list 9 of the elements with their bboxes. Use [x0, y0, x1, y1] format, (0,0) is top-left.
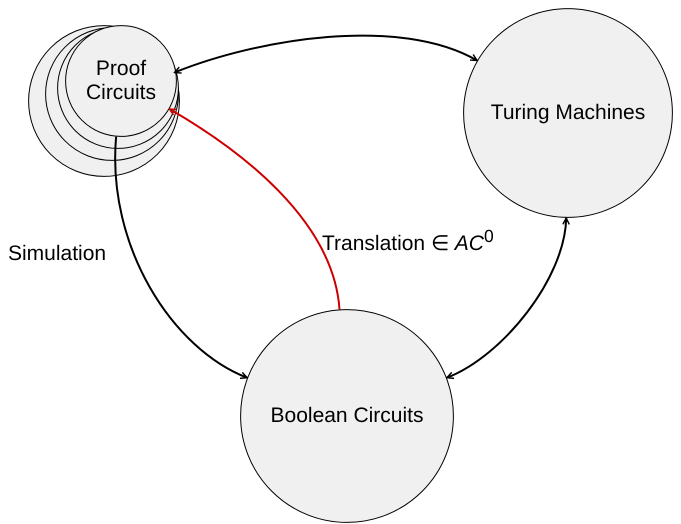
arrow	[174, 34, 478, 74]
arrow	[446, 217, 570, 379]
edge-label: Translation ∈ AC$^{0}$	[322, 226, 494, 256]
node-label: Boolean Circuits	[270, 404, 424, 428]
edge-label: Simulation	[8, 242, 106, 266]
node-label: Turing Machines	[490, 101, 646, 125]
arrow	[114, 136, 248, 379]
node-label: Proof Circuits	[84, 57, 157, 105]
arrow	[168, 108, 340, 310]
